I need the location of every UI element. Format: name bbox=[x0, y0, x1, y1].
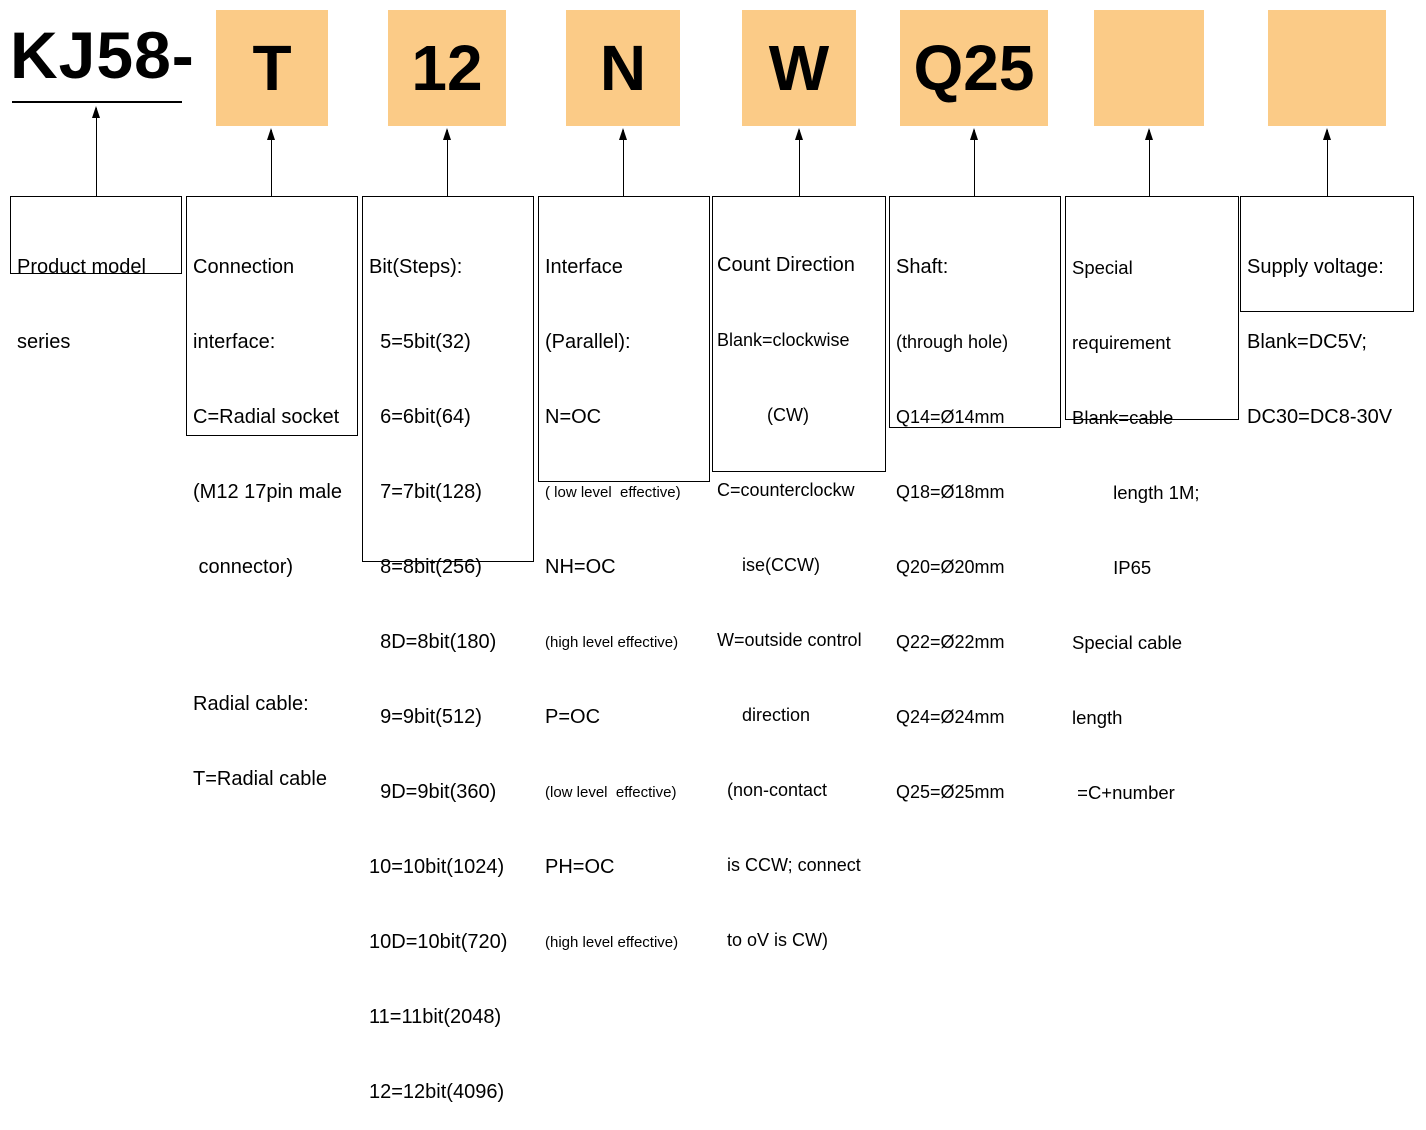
desc-special-line: =C+number bbox=[1072, 782, 1175, 803]
desc-direction-line: ise(CCW) bbox=[717, 555, 820, 575]
desc-shaft-line: (through hole) bbox=[896, 332, 1009, 352]
desc-interface-line: PH=OC bbox=[545, 856, 615, 878]
desc-interface-line: (high level effective) bbox=[545, 634, 679, 651]
code-box-bits: 12 bbox=[388, 10, 506, 126]
desc-bits-line: 10D=10bit(720) bbox=[369, 931, 508, 953]
desc-connection: Connection interface: C=Radial socket (M… bbox=[186, 196, 358, 790]
arrow-bits bbox=[443, 128, 451, 196]
desc-shaft-line: Q18=Ø18mm bbox=[896, 482, 1005, 502]
desc-special-line: length bbox=[1072, 707, 1123, 728]
desc-series: Product model series bbox=[10, 196, 182, 353]
desc-interface-line: (Parallel): bbox=[545, 331, 631, 353]
desc-series-line: Product model bbox=[17, 256, 146, 278]
arrow-interface bbox=[619, 128, 627, 196]
desc-connection-line: Connection bbox=[193, 256, 295, 278]
desc-interface-line: P=OC bbox=[545, 706, 601, 728]
desc-bits: Bit(Steps): 5=5bit(32) 6=6bit(64) 7=7bit… bbox=[362, 196, 534, 1103]
arrow-series bbox=[92, 106, 100, 196]
desc-direction-line: Count Direction bbox=[717, 254, 855, 276]
desc-interface-line: NH=OC bbox=[545, 556, 616, 578]
desc-voltage: Supply voltage: Blank=DC5V; DC30=DC8-30V bbox=[1240, 196, 1414, 428]
code-box-voltage bbox=[1268, 10, 1386, 126]
desc-bits-line: 9D=9bit(360) bbox=[369, 781, 497, 803]
desc-direction-line: C=counterclockw bbox=[717, 480, 855, 500]
arrow-special bbox=[1145, 128, 1153, 196]
code-box-interface: N bbox=[566, 10, 680, 126]
desc-bits-line: 8D=8bit(180) bbox=[369, 631, 497, 653]
desc-direction-line: Blank=clockwise bbox=[717, 330, 850, 350]
desc-bits-line: 5=5bit(32) bbox=[369, 331, 471, 353]
desc-bits-line: 8=8bit(256) bbox=[369, 556, 482, 578]
desc-shaft-line: Q14=Ø14mm bbox=[896, 407, 1005, 427]
desc-bits-line: Bit(Steps): bbox=[369, 256, 463, 278]
desc-bits-line: 10=10bit(1024) bbox=[369, 856, 505, 878]
desc-direction-line: is CCW; connect bbox=[717, 855, 861, 875]
desc-direction: Count Direction Blank=clockwise (CW) C=c… bbox=[712, 196, 886, 950]
code-box-connection: T bbox=[216, 10, 328, 126]
desc-bits-line: 12=12bit(4096) bbox=[369, 1081, 505, 1103]
desc-special-line: Special bbox=[1072, 257, 1133, 278]
desc-connection-line: C=Radial socket bbox=[193, 406, 340, 428]
desc-connection-line: connector) bbox=[193, 556, 294, 578]
code-box-special bbox=[1094, 10, 1204, 126]
desc-connection-line: T=Radial cable bbox=[193, 768, 327, 790]
desc-shaft-line: Q22=Ø22mm bbox=[896, 632, 1005, 652]
desc-interface-line: Interface bbox=[545, 256, 623, 278]
desc-shaft-line: Q20=Ø20mm bbox=[896, 557, 1005, 577]
desc-interface-line: N=OC bbox=[545, 406, 602, 428]
desc-special-line: length 1M; bbox=[1072, 482, 1200, 503]
desc-direction-line: (non-contact bbox=[717, 780, 828, 800]
desc-connection-line: interface: bbox=[193, 331, 276, 353]
arrow-connection bbox=[267, 128, 275, 196]
arrow-direction bbox=[795, 128, 803, 196]
desc-bits-line: 9=9bit(512) bbox=[369, 706, 482, 728]
desc-interface-line: (high level effective) bbox=[545, 934, 679, 951]
desc-direction-line: W=outside control bbox=[717, 630, 862, 650]
desc-series-line: series bbox=[17, 331, 71, 353]
desc-bits-line: 7=7bit(128) bbox=[369, 481, 482, 503]
desc-connection-line: Radial cable: bbox=[193, 693, 309, 715]
desc-connection-gap bbox=[193, 630, 351, 642]
desc-shaft-line: Shaft: bbox=[896, 256, 949, 278]
desc-shaft: Shaft: (through hole) Q14=Ø14mm Q18=Ø18m… bbox=[889, 196, 1061, 802]
arrow-shaft bbox=[970, 128, 978, 196]
desc-direction-line: to oV is CW) bbox=[717, 930, 829, 950]
code-box-direction: W bbox=[742, 10, 856, 126]
desc-interface-line: (low level effective) bbox=[545, 784, 677, 801]
desc-special-line: requirement bbox=[1072, 332, 1171, 353]
desc-bits-line: 11=11bit(2048) bbox=[369, 1006, 502, 1028]
model-prefix: KJ58- bbox=[10, 18, 195, 92]
arrow-voltage bbox=[1323, 128, 1331, 196]
desc-voltage-line: Supply voltage: bbox=[1247, 256, 1384, 278]
desc-special: Special requirement Blank=cable length 1… bbox=[1065, 196, 1239, 803]
desc-voltage-line: DC30=DC8-30V bbox=[1247, 406, 1393, 428]
desc-special-line: IP65 bbox=[1072, 557, 1152, 578]
desc-connection-line: (M12 17pin male bbox=[193, 481, 342, 503]
desc-special-line: Blank=cable bbox=[1072, 407, 1174, 428]
desc-bits-line: 6=6bit(64) bbox=[369, 406, 471, 428]
desc-voltage-line: Blank=DC5V; bbox=[1247, 331, 1367, 353]
desc-special-line: Special cable bbox=[1072, 632, 1183, 653]
code-box-shaft: Q25 bbox=[900, 10, 1048, 126]
desc-interface-line: ( low level effective) bbox=[545, 484, 681, 501]
desc-direction-line: direction bbox=[717, 705, 811, 725]
model-underline bbox=[12, 101, 182, 103]
desc-interface: Interface (Parallel): N=OC ( low level e… bbox=[538, 196, 710, 951]
desc-direction-line: (CW) bbox=[717, 405, 809, 425]
desc-shaft-line: Q24=Ø24mm bbox=[896, 707, 1005, 727]
desc-shaft-line: Q25=Ø25mm bbox=[896, 782, 1005, 802]
